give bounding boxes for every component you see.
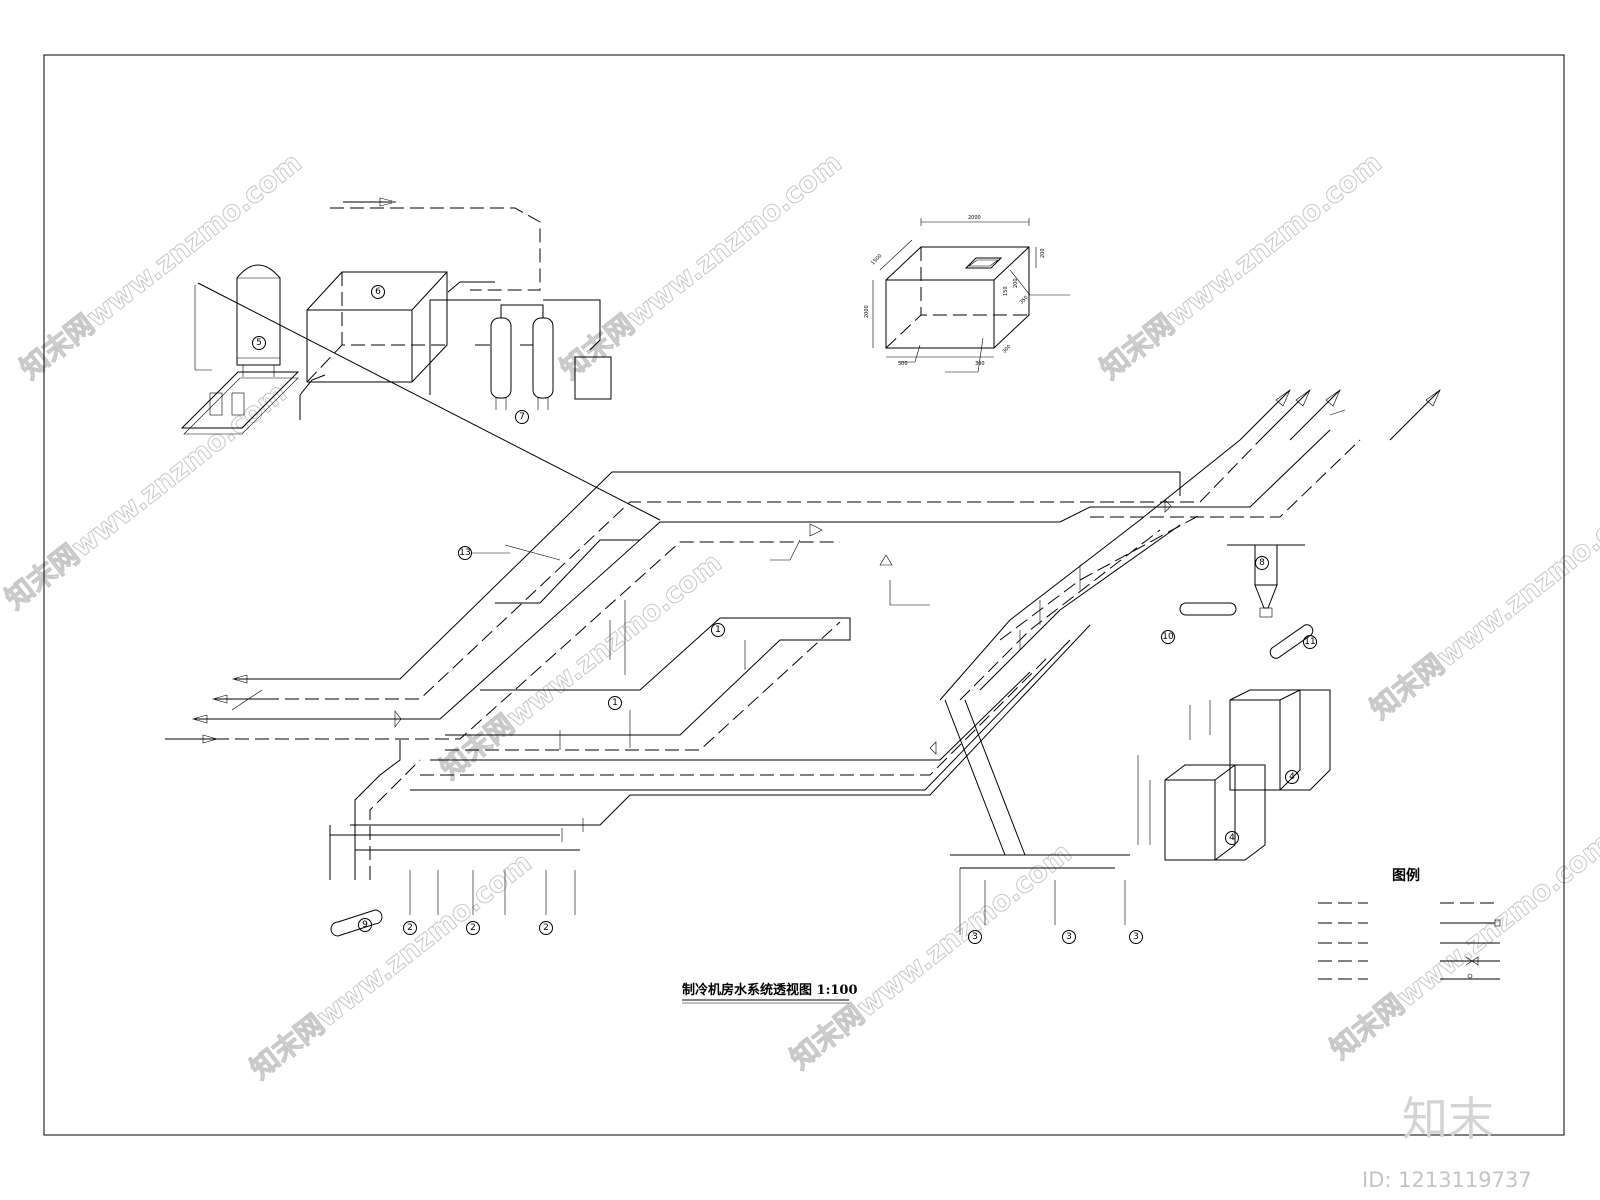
svg-text:2: 2 (470, 923, 476, 933)
dimensioned-tank: 2000 1500 2000 200 150 200 350 500 300 3… (864, 215, 1070, 373)
dim-width: 2000 (968, 215, 981, 221)
label-4a: 4 (1285, 770, 1299, 784)
svg-text:4: 4 (1229, 833, 1235, 843)
watermark-text: 知末网www.znzmo.com (244, 846, 538, 1086)
label-11: 11 (1303, 635, 1317, 649)
label-2b: 2 (466, 921, 480, 935)
legend-title: 图例 (1392, 867, 1420, 884)
svg-text:13: 13 (459, 548, 470, 558)
label-3b: 3 (1062, 930, 1076, 944)
pressure-vessel-5 (236, 264, 281, 366)
id-watermark: ID: 1213119737 (1362, 1168, 1532, 1192)
dim-d3: 200 (1013, 278, 1019, 288)
svg-text:10: 10 (1162, 632, 1174, 642)
separator-equipment (1179, 544, 1314, 659)
svg-text:3: 3 (1066, 932, 1072, 942)
label-3c: 3 (1129, 930, 1143, 944)
label-1a: 1 (711, 623, 725, 637)
softener-right (532, 317, 554, 399)
svg-text:2: 2 (407, 923, 413, 933)
watermark-text: 知末网www.znzmo.com (1324, 826, 1600, 1066)
watermark-layer: 知末网www.znzmo.com 知末网www.znzmo.com 知末网www… (0, 145, 1600, 1086)
svg-text:6: 6 (375, 287, 381, 297)
label-7: 7 (515, 410, 529, 424)
label-8: 8 (1255, 556, 1269, 570)
pump-group-left (330, 870, 576, 937)
svg-text:1: 1 (715, 625, 721, 635)
svg-text:5: 5 (256, 338, 262, 348)
dim-d4: 350 (1019, 295, 1030, 306)
label-4b: 4 (1225, 831, 1239, 845)
label-1b: 1 (608, 696, 622, 710)
pump-group-right (959, 868, 1126, 935)
dim-d7: 300 (1001, 344, 1012, 355)
label-5: 5 (252, 336, 266, 350)
label-13: 13 (458, 546, 510, 560)
svg-text:2: 2 (543, 923, 549, 933)
equipment-callouts: 5 6 7 13 1 1 8 10 11 9 2 2 2 3 3 3 4 4 (252, 285, 1317, 944)
svg-text:4: 4 (1289, 772, 1295, 782)
svg-text:7: 7 (519, 412, 525, 422)
dim-d5: 500 (898, 361, 908, 367)
pump-skid (180, 371, 300, 429)
top-left-equipment (180, 197, 661, 521)
right-top-arrows (1239, 389, 1441, 441)
svg-text:9: 9 (362, 920, 368, 930)
label-9: 9 (358, 918, 372, 932)
watermark-text: 知末网www.znzmo.com (784, 836, 1078, 1076)
label-6: 6 (371, 285, 385, 299)
svg-text:3: 3 (972, 932, 978, 942)
drawing-border (43, 54, 1565, 1136)
label-10: 10 (1161, 630, 1175, 644)
dim-depth: 1500 (870, 253, 883, 266)
label-2c: 2 (539, 921, 553, 935)
dim-height: 2000 (864, 305, 870, 318)
brine-tank (574, 356, 612, 400)
svg-text:3: 3 (1133, 932, 1139, 942)
dim-d2: 150 (1003, 286, 1009, 296)
watermark-text: 知末网www.znzmo.com (1364, 486, 1600, 726)
dim-d6: 300 (975, 361, 985, 367)
svg-text:11: 11 (1304, 637, 1315, 647)
label-3a: 3 (968, 930, 982, 944)
drawing-title: 制冷机房水系统透视图 1:100 (682, 982, 858, 998)
softener-left (490, 317, 512, 399)
drawing-title-block: 制冷机房水系统透视图 1:100 (682, 982, 858, 1004)
cooling-tower-units (1137, 689, 1331, 861)
left-outlet-arrows (165, 674, 285, 744)
watermark-text: 知末网www.znzmo.com (1094, 146, 1388, 386)
main-pipe-network (165, 389, 1441, 880)
brand-watermark: 知末 (1402, 1092, 1494, 1146)
dim-d1: 200 (1040, 248, 1046, 258)
watermark-text: 知末网www.znzmo.com (554, 146, 848, 386)
label-2a: 2 (403, 921, 417, 935)
legend: 图例 (1318, 867, 1501, 980)
svg-text:8: 8 (1259, 558, 1265, 568)
svg-text:1: 1 (612, 698, 618, 708)
